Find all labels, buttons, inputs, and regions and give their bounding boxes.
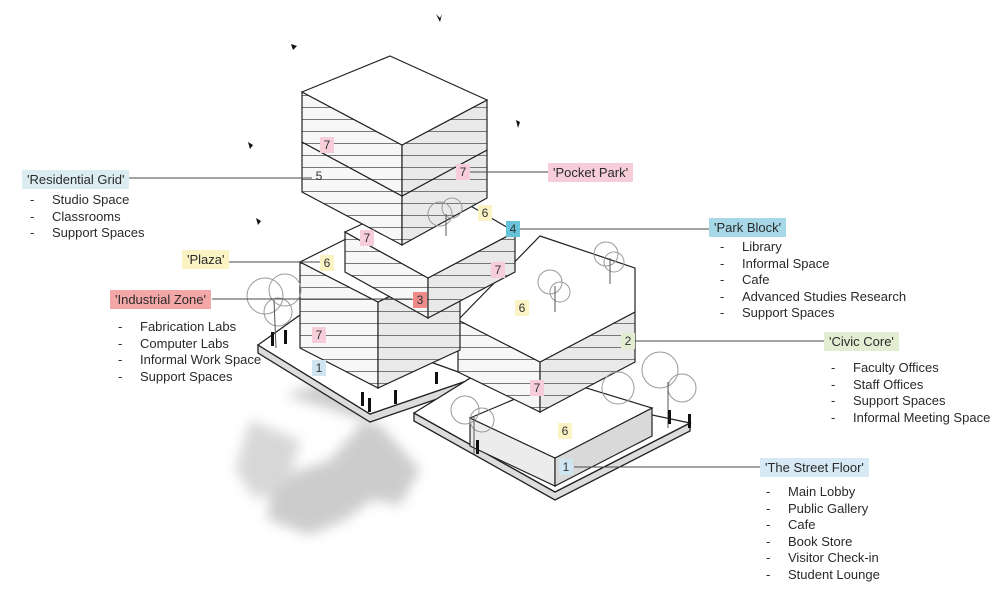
list-item: Faculty Offices <box>831 360 990 377</box>
list-item: Informal Meeting Space <box>831 410 990 427</box>
tree-park-block-2 <box>593 241 625 284</box>
park-block-label: 'Park Block' <box>709 218 787 237</box>
list-item: Book Store <box>766 534 880 551</box>
civic-core-label: 'Civic Core' <box>824 332 899 351</box>
mid-tier-volume <box>343 187 517 320</box>
list-item: Support Spaces <box>118 369 261 386</box>
level-tag: 7 <box>312 327 326 343</box>
people <box>271 330 691 454</box>
tree-pocket-park <box>427 197 463 236</box>
residential-grid-label: 'Residential Grid' <box>22 170 130 189</box>
plaza-label: 'Plaza' <box>182 250 230 269</box>
level-tag: 7 <box>456 164 470 180</box>
industrial-zone-label: 'Industrial Zone' <box>110 290 211 309</box>
civic-core-list: Faculty Offices Staff Offices Support Sp… <box>831 360 990 426</box>
top-volume <box>300 55 489 198</box>
list-item: Advanced Studies Research <box>720 289 906 306</box>
level-tag: 3 <box>413 292 427 308</box>
list-item: Support Spaces <box>30 225 145 242</box>
list-item: Fabrication Labs <box>118 319 261 336</box>
list-item: Studio Space <box>30 192 145 209</box>
pocket-park-label: 'Pocket Park' <box>548 163 634 182</box>
street-floor-label: 'The Street Floor' <box>760 458 869 477</box>
street-floor-list: Main Lobby Public Gallery Cafe Book Stor… <box>766 484 880 584</box>
level-tag: 2 <box>621 333 635 349</box>
park-block-volume <box>457 235 636 413</box>
leader-lines <box>126 171 824 468</box>
list-item: Informal Work Space <box>118 352 261 369</box>
ground-shadow <box>235 380 420 535</box>
level-tag: 6 <box>320 255 334 271</box>
list-item: Staff Offices <box>831 377 990 394</box>
tree-park-block-1 <box>537 269 571 312</box>
level-tag: 6 <box>558 423 572 439</box>
level-tag: 4 <box>506 221 520 237</box>
list-item: Student Lounge <box>766 567 880 584</box>
trees <box>246 197 697 454</box>
tree-plaza <box>246 273 302 349</box>
list-item: Support Spaces <box>831 393 990 410</box>
level-tag: 7 <box>530 380 544 396</box>
tree-street <box>450 395 495 454</box>
list-item: Computer Labs <box>118 336 261 353</box>
level-tag: 7 <box>320 137 334 153</box>
level-tag: 7 <box>360 230 374 246</box>
park-block-list: Library Informal Space Cafe Advanced Stu… <box>720 239 906 322</box>
birds <box>248 14 520 225</box>
list-item: Visitor Check-in <box>766 550 880 567</box>
list-item: Cafe <box>720 272 906 289</box>
list-item: Cafe <box>766 517 880 534</box>
level-tag: 6 <box>515 300 529 316</box>
list-item: Public Gallery <box>766 501 880 518</box>
level-tag: 1 <box>559 459 573 475</box>
list-item: Classrooms <box>30 209 145 226</box>
level-tag: 5 <box>315 169 323 183</box>
level-tag: 1 <box>312 360 326 376</box>
list-item: Informal Space <box>720 256 906 273</box>
list-item: Library <box>720 239 906 256</box>
residential-grid-list: Studio Space Classrooms Support Spaces <box>30 192 145 242</box>
list-item: Main Lobby <box>766 484 880 501</box>
level-tag: 6 <box>478 205 492 221</box>
level-tag: 7 <box>491 262 505 278</box>
list-item: Support Spaces <box>720 305 906 322</box>
industrial-zone-list: Fabrication Labs Computer Labs Informal … <box>118 319 261 385</box>
